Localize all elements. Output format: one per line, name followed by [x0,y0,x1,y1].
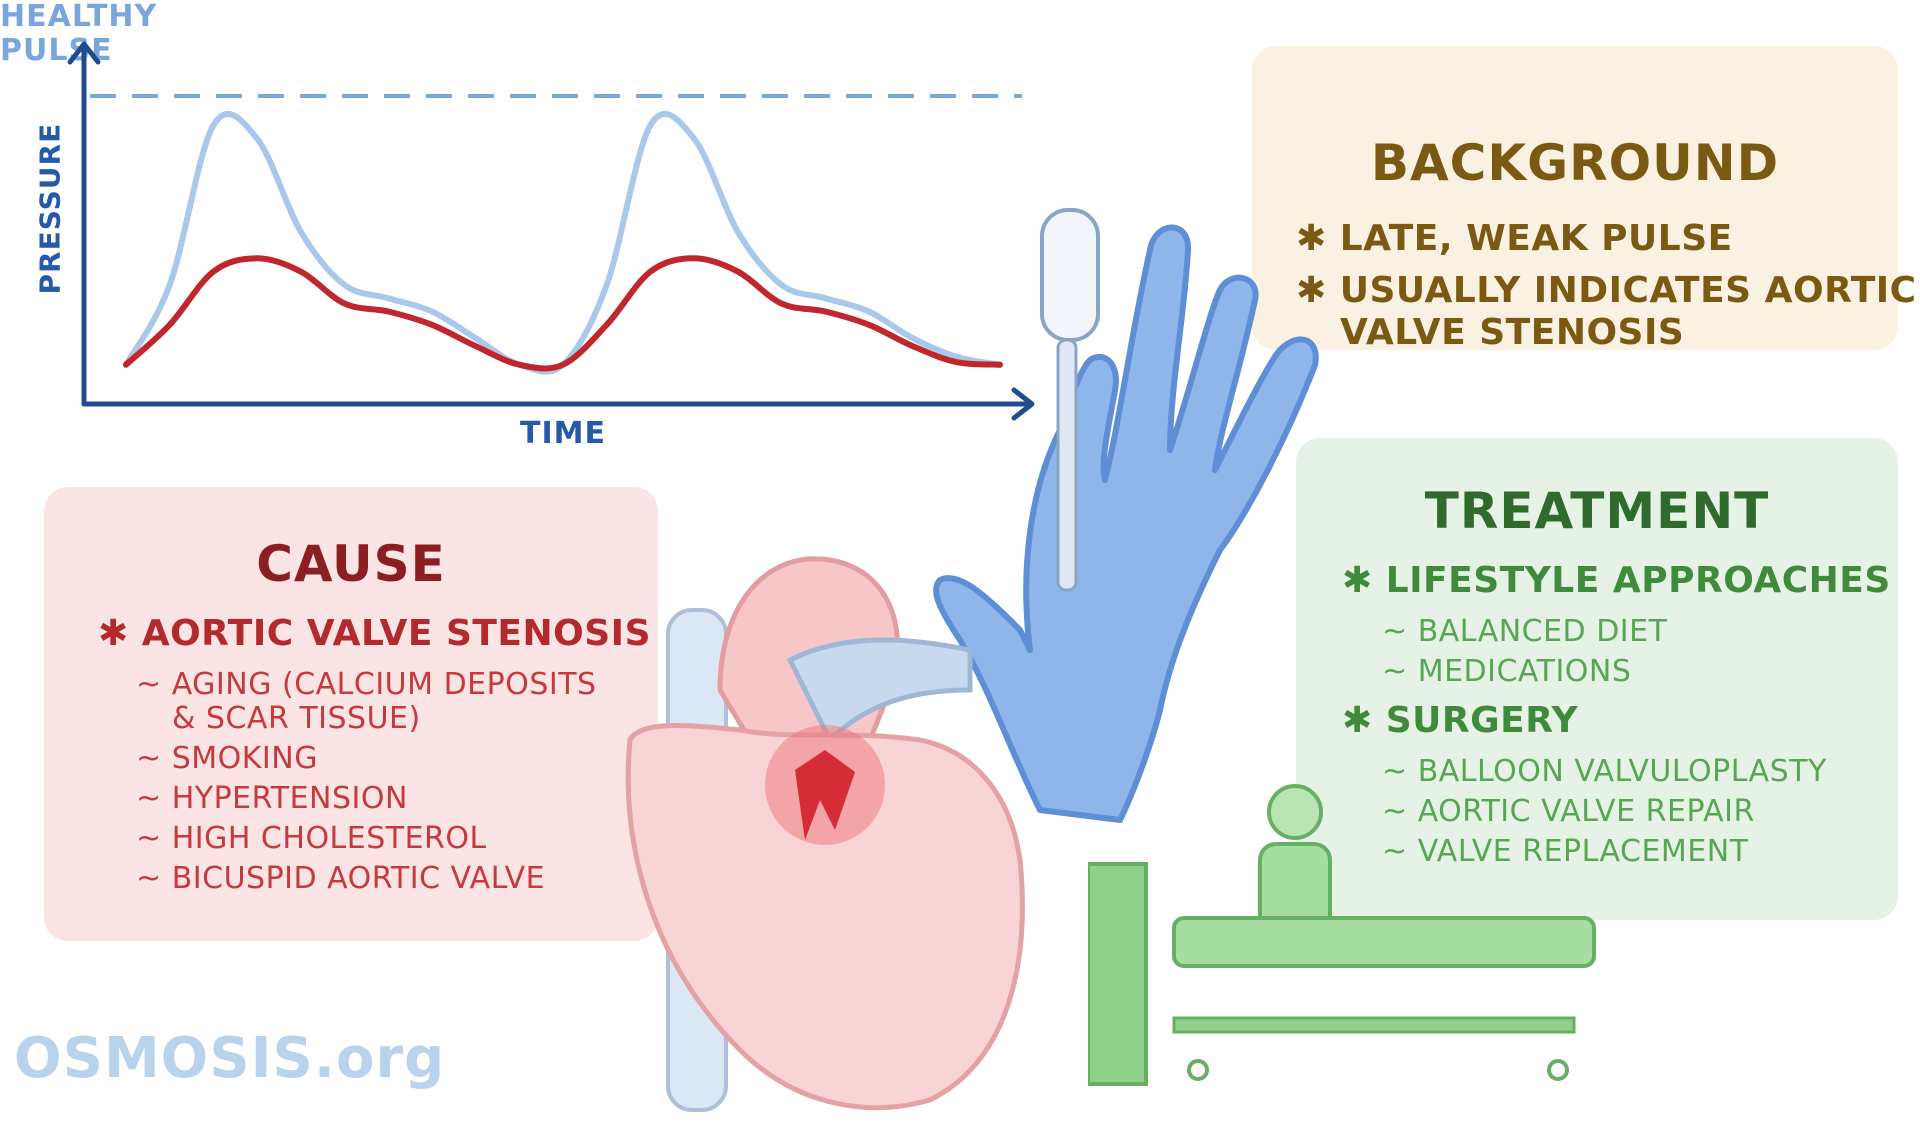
heart-body-shape [625,723,1025,1111]
x-axis-arrow [1011,387,1035,421]
tilde-icon: ~ [1382,654,1408,689]
table-wheel-shape [1547,1059,1569,1081]
treatment-box: TREATMENT ✱ LIFESTYLE APPROACHES ~ BALAN… [1296,438,1898,920]
treatment-sub-item: ~ MEDICATIONS [1382,654,1631,689]
treatment-sub-item: ~ VALVE REPLACEMENT [1382,834,1749,869]
background-bullet-2-cont: VALVE STENOSIS [1340,312,1684,353]
bullet-text: LIFESTYLE APPROACHES [1385,560,1891,601]
tilde-icon: ~ [136,861,162,896]
hand-illustration [933,208,1319,823]
background-title: BACKGROUND [1370,134,1780,192]
treatment-bullet: ✱ LIFESTYLE APPROACHES [1342,560,1891,601]
cause-sub-item: ~ HYPERTENSION [136,781,408,816]
bullet-text: VALVE STENOSIS [1340,312,1685,353]
cause-box: CAUSE ✱ AORTIC VALVE STENOSIS ~ AGING (C… [44,487,658,941]
table-base-shape [1172,1016,1576,1034]
tilde-icon: ~ [1382,754,1408,789]
cause-title: CAUSE [256,535,446,593]
sub-text: BICUSPID AORTIC VALVE [171,861,546,896]
sub-text: HIGH CHOLESTEROL [171,821,487,856]
sub-text: VALVE REPLACEMENT [1417,834,1749,869]
tilde-icon: ~ [1382,834,1408,869]
weak-pulse-line [123,255,1003,372]
background-bullet-1: ✱ LATE, WEAK PULSE [1296,218,1733,259]
sub-text: MEDICATIONS [1417,654,1632,689]
treatment-sub-item: ~ BALANCED DIET [1382,614,1667,649]
stenotic-valve-shape [795,750,855,840]
cause-bullet: ✱ AORTIC VALVE STENOSIS [98,613,651,654]
bullet-text: USUALLY INDICATES AORTIC [1339,270,1917,311]
operating-table-shape [1172,916,1596,968]
pulse-oximeter-icon [1040,208,1100,592]
tilde-icon: ~ [136,741,162,776]
bullet-text: LATE, WEAK PULSE [1339,218,1733,259]
cause-sub-item: ~ SMOKING [136,741,318,776]
treatment-sub-item: ~ AORTIC VALVE REPAIR [1382,794,1755,829]
treatment-sub-item: ~ BALLOON VALVULOPLASTY [1382,754,1827,789]
background-box: BACKGROUND ✱ LATE, WEAK PULSE ✱ USUALLY … [1252,46,1916,353]
healthy-label-line2: PULSE [0,33,113,68]
surgery-illustration [1088,784,1596,1086]
osmosis-logo: OSMOSIS.org [14,1026,446,1091]
tilde-icon: ~ [1382,794,1408,829]
bullet-text: SURGERY [1385,700,1579,741]
hand-shape [933,224,1319,823]
y-axis-arrow [67,41,101,65]
cause-sub-item: ~ BICUSPID AORTIC VALVE [136,861,545,896]
cause-sub-item-cont: & SCAR TISSUE) [172,701,421,736]
cause-sub-item: ~ HIGH CHOLESTEROL [136,821,487,856]
tilde-icon: ~ [136,667,162,702]
monitor-stand-shape [1088,862,1148,1086]
asterisk-icon: ✱ [1296,218,1327,259]
sub-text: & SCAR TISSUE) [172,701,421,736]
asterisk-icon: ✱ [98,613,129,654]
pulmonary-artery-shape [786,637,973,745]
surgeon-head-shape [1267,784,1323,840]
asterisk-icon: ✱ [1342,700,1373,741]
y-axis-label: PRESSURE [33,122,67,295]
sub-text: SMOKING [171,741,318,776]
asterisk-icon: ✱ [1342,560,1373,601]
treatment-title: TREATMENT [1424,482,1770,540]
x-axis-label: TIME [520,416,606,451]
tilde-icon: ~ [1382,614,1408,649]
sub-text: BALANCED DIET [1417,614,1668,649]
treatment-bullet: ✱ SURGERY [1342,700,1578,741]
cause-sub-item: ~ AGING (CALCIUM DEPOSITS [136,667,597,702]
sub-text: HYPERTENSION [171,781,408,816]
tilde-icon: ~ [136,821,162,856]
tilde-icon: ~ [136,781,162,816]
heart-illustration [625,556,1025,1112]
sub-text: AORTIC VALVE REPAIR [1417,794,1755,829]
table-wheel-shape [1187,1059,1209,1081]
healthy-pulse-line [123,111,1003,375]
bullet-text: AORTIC VALVE STENOSIS [141,613,651,654]
asterisk-icon: ✱ [1296,270,1327,311]
sub-text: AGING (CALCIUM DEPOSITS [171,667,597,702]
background-bullet-2: ✱ USUALLY INDICATES AORTIC [1296,270,1917,311]
sub-text: BALLOON VALVULOPLASTY [1417,754,1827,789]
healthy-label-line1: HEALTHY [0,0,158,34]
healthy-pulse-label: HEALTHY PULSE [0,0,1920,68]
pulse-pressure-chart [67,41,1035,421]
